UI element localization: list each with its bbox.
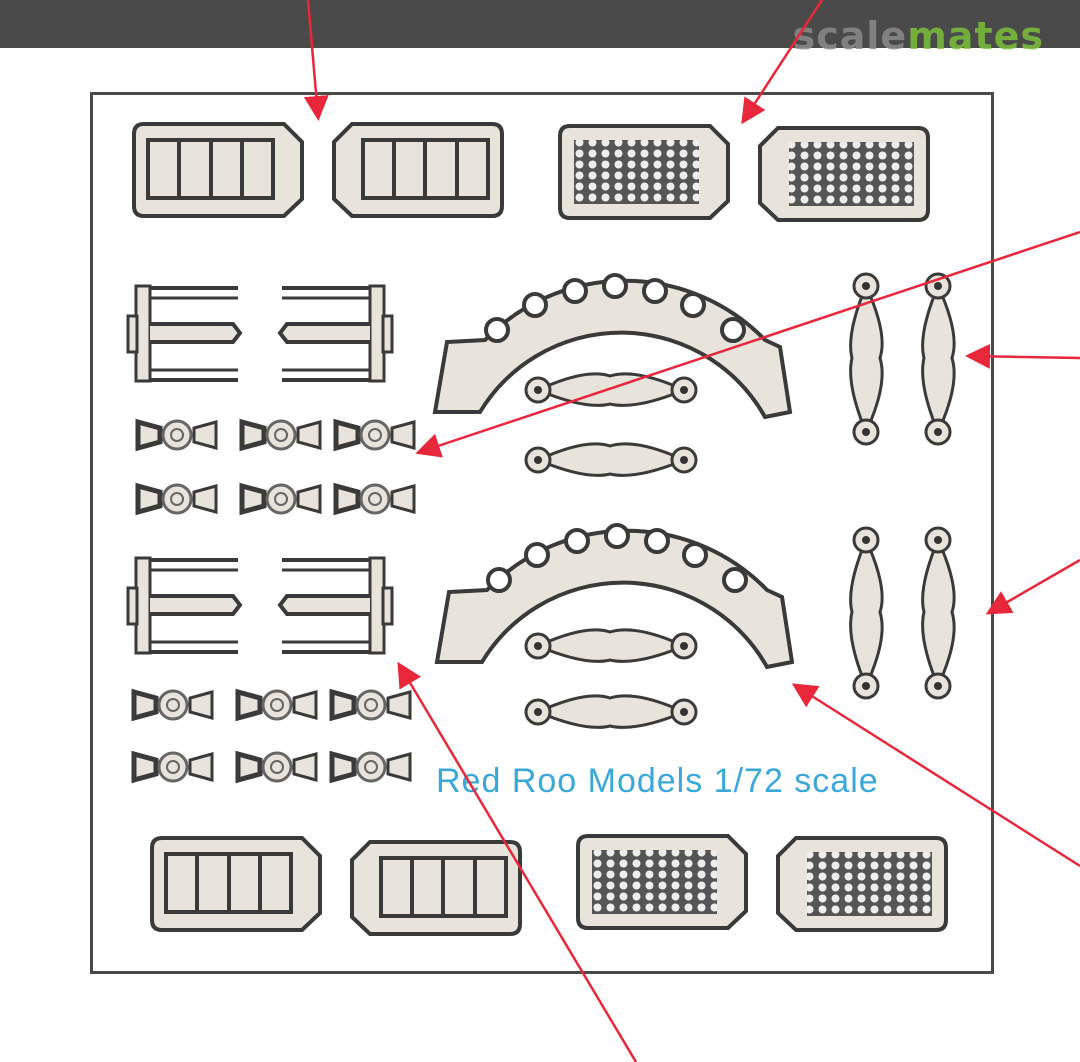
bow-tie-fitting [138, 421, 216, 449]
comb-bracket [126, 284, 242, 383]
mesh-panel [576, 834, 748, 930]
bow-tie-fitting [242, 485, 320, 513]
link-strap [921, 526, 956, 700]
louvre-panel [132, 122, 304, 218]
bow-tie-fitting [332, 691, 410, 719]
link-strap [524, 628, 698, 663]
comb-bracket [278, 284, 394, 383]
bow-tie-fitting [336, 421, 414, 449]
bow-tie-fitting [238, 691, 316, 719]
link-strap [524, 372, 698, 407]
link-strap [849, 526, 884, 700]
comb-bracket [278, 556, 394, 655]
mesh-panel [558, 124, 730, 220]
mesh-panel [776, 836, 948, 932]
comb-bracket [126, 556, 242, 655]
link-strap [921, 272, 956, 446]
bow-tie-fitting [238, 753, 316, 781]
site-header-bar: scalemates [0, 0, 1080, 58]
bow-tie-fitting [138, 485, 216, 513]
link-strap [849, 272, 884, 446]
manufacturer-scale-caption: Red Roo Models 1/72 scale [436, 762, 879, 800]
louvre-panel [150, 836, 322, 932]
bow-tie-fitting [332, 753, 410, 781]
bow-tie-fitting [242, 421, 320, 449]
bow-tie-fitting [134, 691, 212, 719]
link-strap [524, 694, 698, 729]
louvre-panel [332, 122, 504, 218]
louvre-panel [350, 840, 522, 936]
logo-text-mates: mates [907, 14, 1044, 58]
bow-tie-fitting [336, 485, 414, 513]
bow-tie-fitting [134, 753, 212, 781]
link-strap [524, 442, 698, 477]
mesh-panel [758, 126, 930, 222]
